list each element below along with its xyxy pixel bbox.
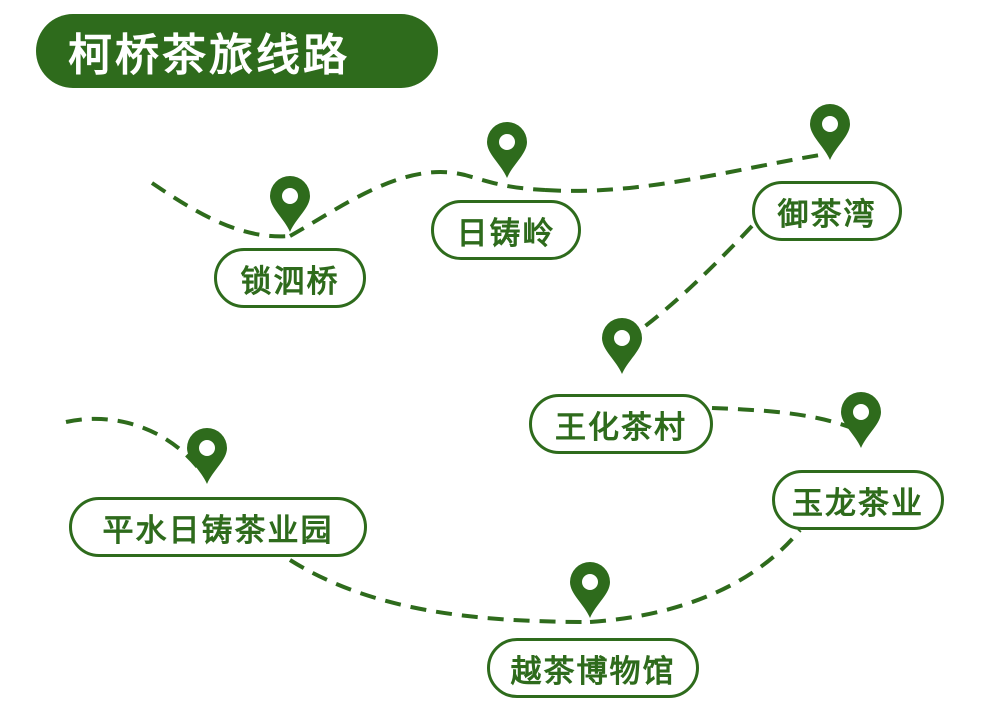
route-segment-start-pingshui [65, 416, 202, 472]
route-segment-yuchawan-wanghuacun [638, 224, 754, 332]
route-segment-suosiqiao-rizhuling [289, 170, 546, 238]
route-segment-start-suosiqiao [150, 181, 291, 239]
route-segment-rizhuling-yuchawan [544, 153, 821, 193]
stop-wanghuacun: 王化茶村 [529, 394, 713, 454]
stop-suosiqiao: 锁泗桥 [214, 248, 366, 308]
stop-label: 越茶博物馆 [510, 653, 676, 690]
stop-pingshui: 平水日铸茶业园 [69, 497, 367, 557]
stop-rizhuling: 日铸岭 [431, 200, 581, 260]
stop-label: 御茶湾 [777, 196, 877, 233]
title-banner: 柯桥茶旅线路 [36, 14, 438, 88]
route-segment-wanghuacun-yulong [711, 406, 853, 430]
stop-label: 日铸岭 [456, 215, 556, 252]
stop-label: 锁泗桥 [240, 263, 340, 300]
map-pin-icon [810, 104, 850, 160]
stop-yulong: 玉龙茶业 [772, 470, 944, 530]
stop-label: 玉龙茶业 [792, 485, 924, 522]
map-pin-icon [841, 392, 881, 448]
route-segment-pingshui-yuecha [288, 558, 591, 624]
route-segment-yuecha-yulong [589, 528, 802, 624]
stop-yuchawan: 御茶湾 [752, 181, 902, 241]
map-pin-icon [570, 562, 610, 618]
stop-label: 平水日铸茶业园 [102, 512, 334, 549]
map-pin-icon [602, 318, 642, 374]
page-title: 柯桥茶旅线路 [68, 30, 350, 81]
map-pin-icon [487, 122, 527, 178]
stop-label: 王化茶村 [555, 409, 687, 446]
map-pin-icon [187, 428, 227, 484]
map-pin-icon [270, 176, 310, 232]
stop-yuecha: 越茶博物馆 [487, 638, 699, 698]
